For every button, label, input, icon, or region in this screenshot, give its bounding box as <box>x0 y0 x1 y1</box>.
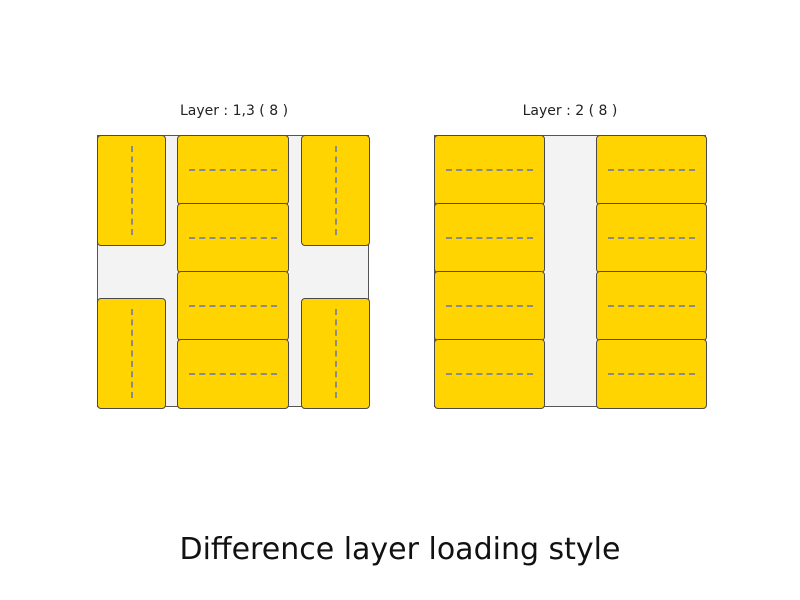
box-vertical-bottom-left <box>97 298 166 409</box>
box-horizontal-center-4 <box>177 339 289 409</box>
pallet-layer-1-3 <box>97 135 370 409</box>
layer-1-3-title: Layer : 1,3 ( 8 ) <box>179 103 289 119</box>
box-horizontal-center-1 <box>177 135 289 205</box>
box-horizontal-left-3 <box>434 271 545 341</box>
box-horizontal-right-3 <box>596 271 707 341</box>
layer-2-title: Layer : 2 ( 8 ) <box>522 103 618 119</box>
box-horizontal-center-2 <box>177 203 289 273</box>
diagram-caption: Difference layer loading style <box>179 532 621 567</box>
box-horizontal-right-4 <box>596 339 707 409</box>
pallet-layer-2 <box>434 135 707 409</box>
box-horizontal-right-1 <box>596 135 707 205</box>
box-horizontal-left-2 <box>434 203 545 273</box>
box-vertical-top-right <box>301 135 370 246</box>
box-vertical-bottom-right <box>301 298 370 409</box>
box-horizontal-left-1 <box>434 135 545 205</box>
box-horizontal-right-2 <box>596 203 707 273</box>
box-horizontal-center-3 <box>177 271 289 341</box>
box-horizontal-left-4 <box>434 339 545 409</box>
box-vertical-top-left <box>97 135 166 246</box>
